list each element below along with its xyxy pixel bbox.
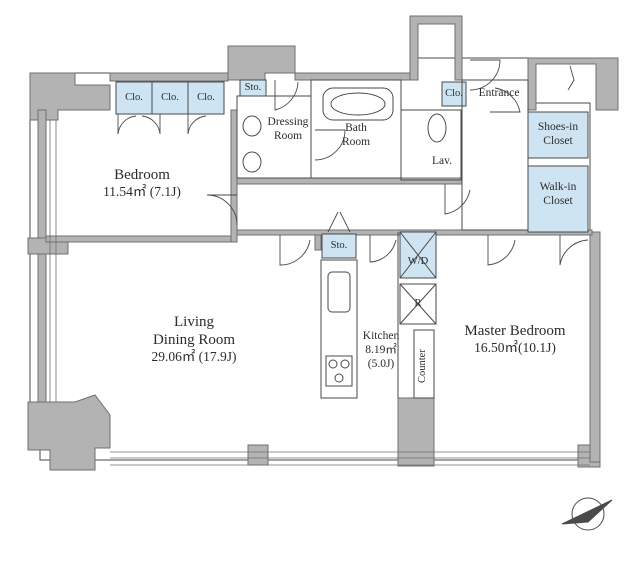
wall-column-lower-left (27, 394, 111, 471)
counter-label: Counter (417, 349, 428, 383)
wall-column-top-center (227, 45, 296, 81)
storage-label-top: Sto. (244, 82, 262, 93)
burner-3 (334, 373, 344, 383)
door-closet-3 (187, 114, 207, 135)
closet-label-2: Clo. (161, 92, 179, 103)
washbasin-2 (242, 151, 262, 173)
walkin-line2: Closet (543, 194, 573, 207)
door-lav (444, 184, 471, 215)
closet-1 (115, 81, 153, 115)
lav-room (400, 109, 462, 181)
door-closet-right (567, 65, 575, 91)
bedroom-area: 11.54㎡ (7.1J) (103, 184, 181, 199)
burner-1 (328, 359, 338, 369)
dressing-room-label: Dressing Room (262, 116, 314, 144)
shoes-in-closet (527, 111, 589, 159)
door-walk-in (559, 235, 589, 266)
closet-label-entrance: Clo. (445, 88, 463, 99)
north-arrow-icon (561, 497, 613, 531)
wall-top-right (294, 72, 411, 81)
bedroom-label: Bedroom 11.54㎡ (7.1J) (82, 166, 202, 200)
door-ldk (279, 235, 311, 266)
master-area: 16.50㎡(10.1J) (474, 340, 556, 355)
wd-label: W/D (407, 256, 429, 267)
walk-in-closet (527, 165, 589, 233)
wall-wet-bottom (236, 177, 463, 185)
shoes-line2: Closet (543, 134, 573, 147)
door-kitchen (369, 235, 397, 263)
wall-top (109, 72, 229, 82)
closet-label-1: Clo. (125, 92, 143, 103)
wall-bedroom-bottom (45, 235, 237, 243)
wall-right-top-block (527, 57, 619, 111)
bathtub (322, 87, 394, 121)
washbasin-1 (242, 115, 262, 137)
ldk-line2: Dining Room (152, 332, 236, 348)
toilet (427, 113, 447, 143)
door-bedroom (206, 194, 238, 226)
bath-room-label: Bath Room (330, 122, 382, 150)
walk-in-label: Walk-in Closet (528, 181, 588, 209)
shoes-in-label: Shoes-in Closet (528, 121, 588, 149)
door-master (487, 235, 516, 266)
door-entrance-1 (469, 59, 501, 91)
bath-line1: Bath (345, 122, 367, 134)
master-name: Master Bedroom (464, 323, 566, 339)
wall-entrance-tower (409, 15, 463, 81)
counter-unit (413, 329, 435, 399)
closet-3 (187, 81, 225, 115)
master-bedroom-label: Master Bedroom 16.50㎡(10.1J) (445, 322, 585, 356)
fridge-label: R (414, 298, 422, 309)
door-bath (314, 129, 346, 161)
bathtub-inner (330, 92, 386, 116)
wall-right-strip (589, 231, 601, 463)
door-dressing (274, 80, 299, 111)
wall-column-bottom-1 (247, 444, 269, 466)
burner-2 (340, 359, 350, 369)
bath-line2: Room (341, 135, 371, 148)
fridge (399, 283, 437, 325)
wall-left-strip (37, 109, 47, 411)
shoes-line1: Shoes-in (537, 121, 579, 133)
door-entrance-2 (490, 87, 521, 113)
door-closet-2 (141, 114, 161, 135)
storage-kitchen (321, 233, 357, 259)
wall-column-bottom-2 (397, 397, 435, 467)
dressing-line1: Dressing (267, 116, 309, 128)
door-closet-1 (117, 114, 137, 135)
bedroom-name: Bedroom (114, 167, 170, 183)
closet-2 (151, 81, 189, 115)
ldk-label: Living Dining Room 29.06㎡ (17.9J) (124, 313, 264, 365)
kitchen-area: 8.19㎡ (365, 343, 397, 356)
kitchen-counter (320, 259, 358, 399)
door-kitchen-sto (327, 211, 351, 233)
fridge-cross-2 (399, 283, 437, 325)
entrance-label: Entrance (478, 87, 520, 99)
walkin-line1: Walk-in (539, 181, 577, 193)
storage-label-kitchen: Sto. (330, 240, 348, 251)
wall-bedroom-right (230, 109, 238, 243)
closet-label-3: Clo. (197, 92, 215, 103)
ldk-line1: Living (174, 314, 214, 330)
wd-cross-2 (399, 231, 437, 279)
entrance-area (461, 79, 529, 231)
dressing-line2: Room (273, 129, 303, 142)
lav-label: Lav. (431, 155, 452, 167)
sink (327, 271, 351, 313)
kitchen-label: Kitchen 8.19㎡ (5.0J) (356, 330, 406, 371)
kitchen-name: Kitchen (362, 330, 400, 342)
ldk-area: 29.06㎡ (17.9J) (151, 349, 237, 364)
kitchen-area-j: (5.0J) (367, 357, 395, 370)
cooktop (325, 355, 353, 387)
